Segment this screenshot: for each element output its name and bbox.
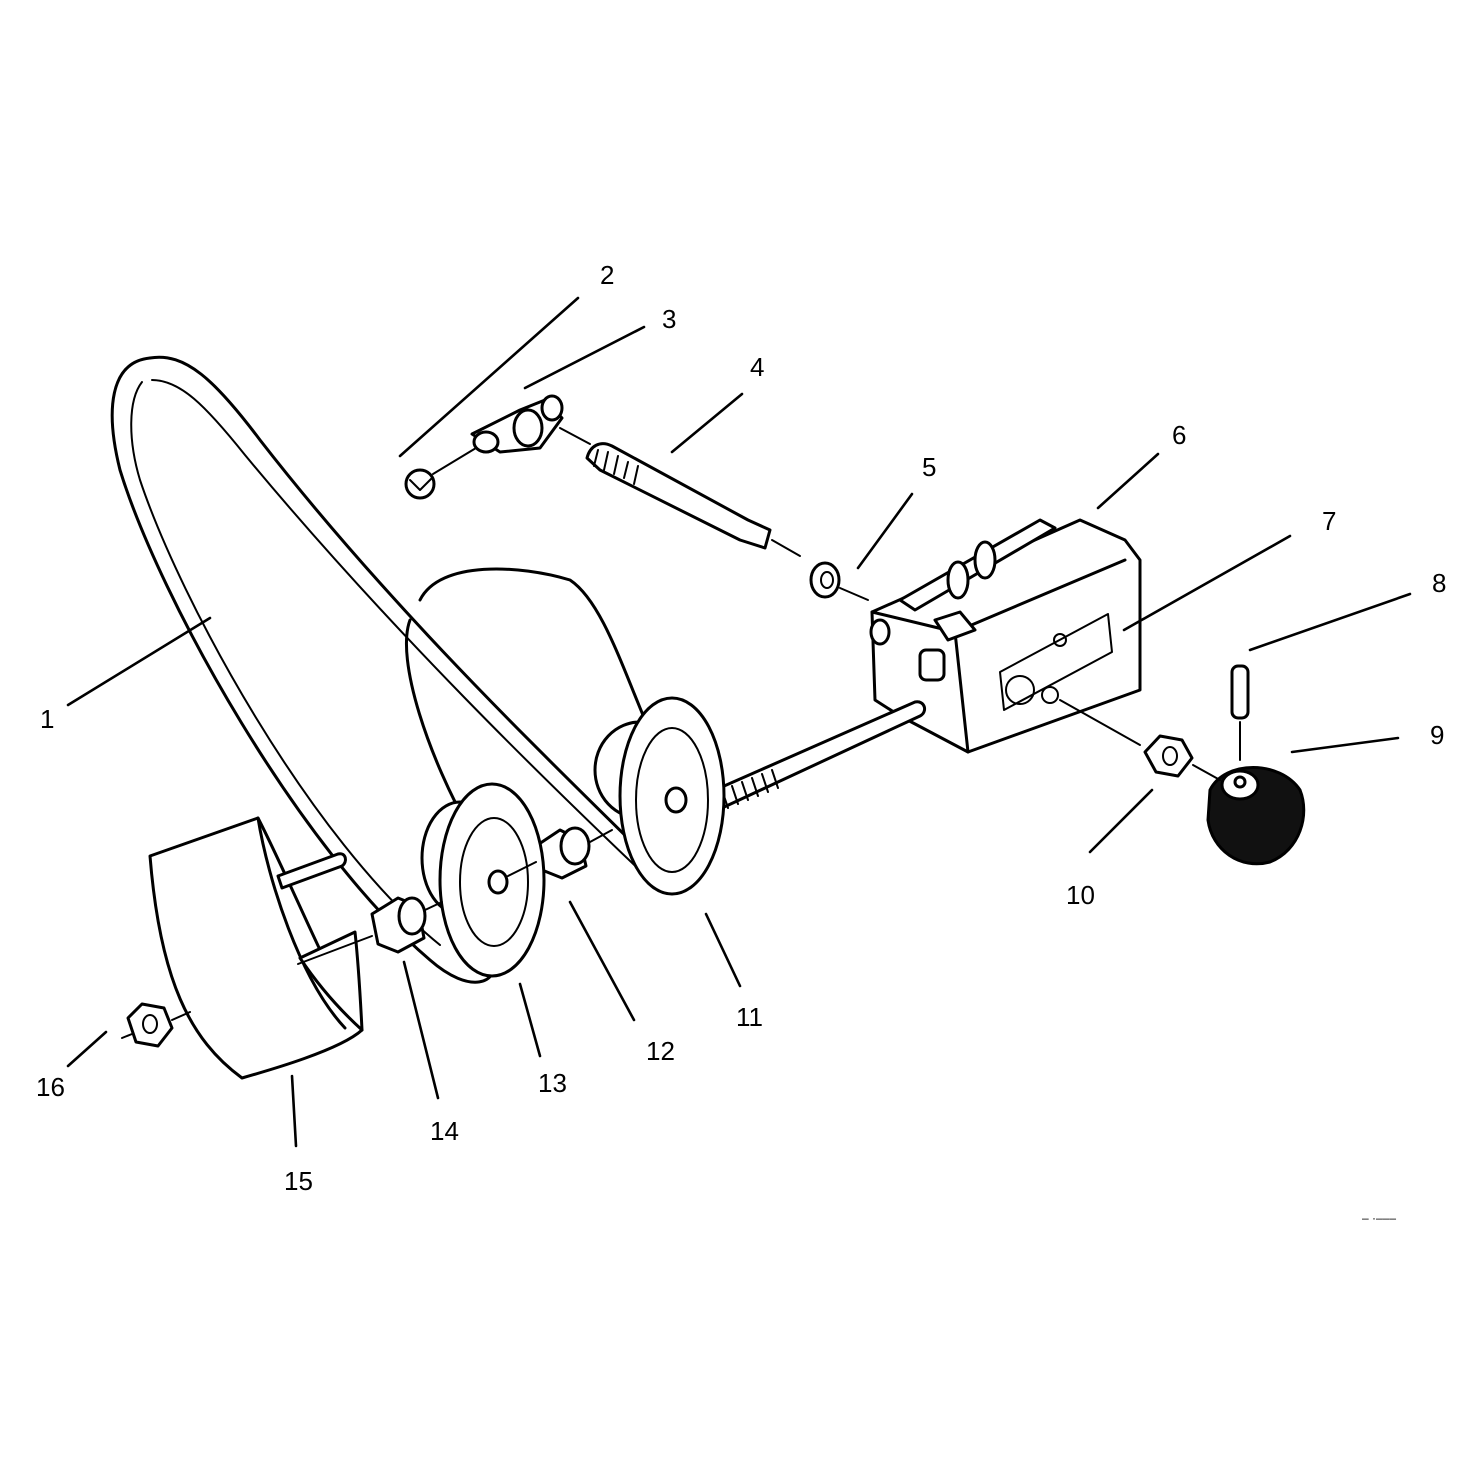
tensioner-bracket-part-6-7 xyxy=(869,518,1142,754)
callout-8: 8 xyxy=(1432,568,1446,598)
callout-labels: 1 2 3 4 5 6 7 8 9 10 11 12 13 14 15 16 xyxy=(36,260,1446,1196)
pivot-bushing-part-3 xyxy=(432,394,564,475)
leader-lines xyxy=(66,296,1412,1148)
spacer-part-14 xyxy=(370,896,443,954)
hex-nut-part-10 xyxy=(1059,699,1221,781)
belt-guard-part-15 xyxy=(148,816,373,1080)
adjuster-shaft xyxy=(713,700,927,810)
pulley-part-13 xyxy=(420,782,546,978)
callout-4: 4 xyxy=(750,352,764,382)
callout-3: 3 xyxy=(662,304,676,334)
retaining-clip-part-2 xyxy=(404,468,436,500)
callout-16: 16 xyxy=(36,1072,65,1102)
spacer-part-12 xyxy=(534,826,613,880)
adjustment-knob-part-9 xyxy=(1206,766,1306,866)
pulley-part-11 xyxy=(405,567,726,896)
callout-7: 7 xyxy=(1322,506,1336,536)
callout-5: 5 xyxy=(922,452,936,482)
callout-6: 6 xyxy=(1172,420,1186,450)
lock-nut-part-16 xyxy=(121,1002,191,1048)
figure-code: – ·––– xyxy=(1362,1211,1396,1225)
washer-part-5 xyxy=(809,561,869,601)
roll-pin-part-8 xyxy=(1230,664,1250,761)
callout-1: 1 xyxy=(40,704,54,734)
callout-14: 14 xyxy=(430,1116,459,1146)
threaded-rod-part-4 xyxy=(559,427,801,557)
callout-9: 9 xyxy=(1430,720,1444,750)
callout-10: 10 xyxy=(1066,880,1095,910)
callout-2: 2 xyxy=(600,260,614,290)
callout-12: 12 xyxy=(646,1036,675,1066)
callout-13: 13 xyxy=(538,1068,567,1098)
v-belt-part-1 xyxy=(110,355,662,984)
callout-15: 15 xyxy=(284,1166,313,1196)
callout-11: 11 xyxy=(736,1002,763,1032)
